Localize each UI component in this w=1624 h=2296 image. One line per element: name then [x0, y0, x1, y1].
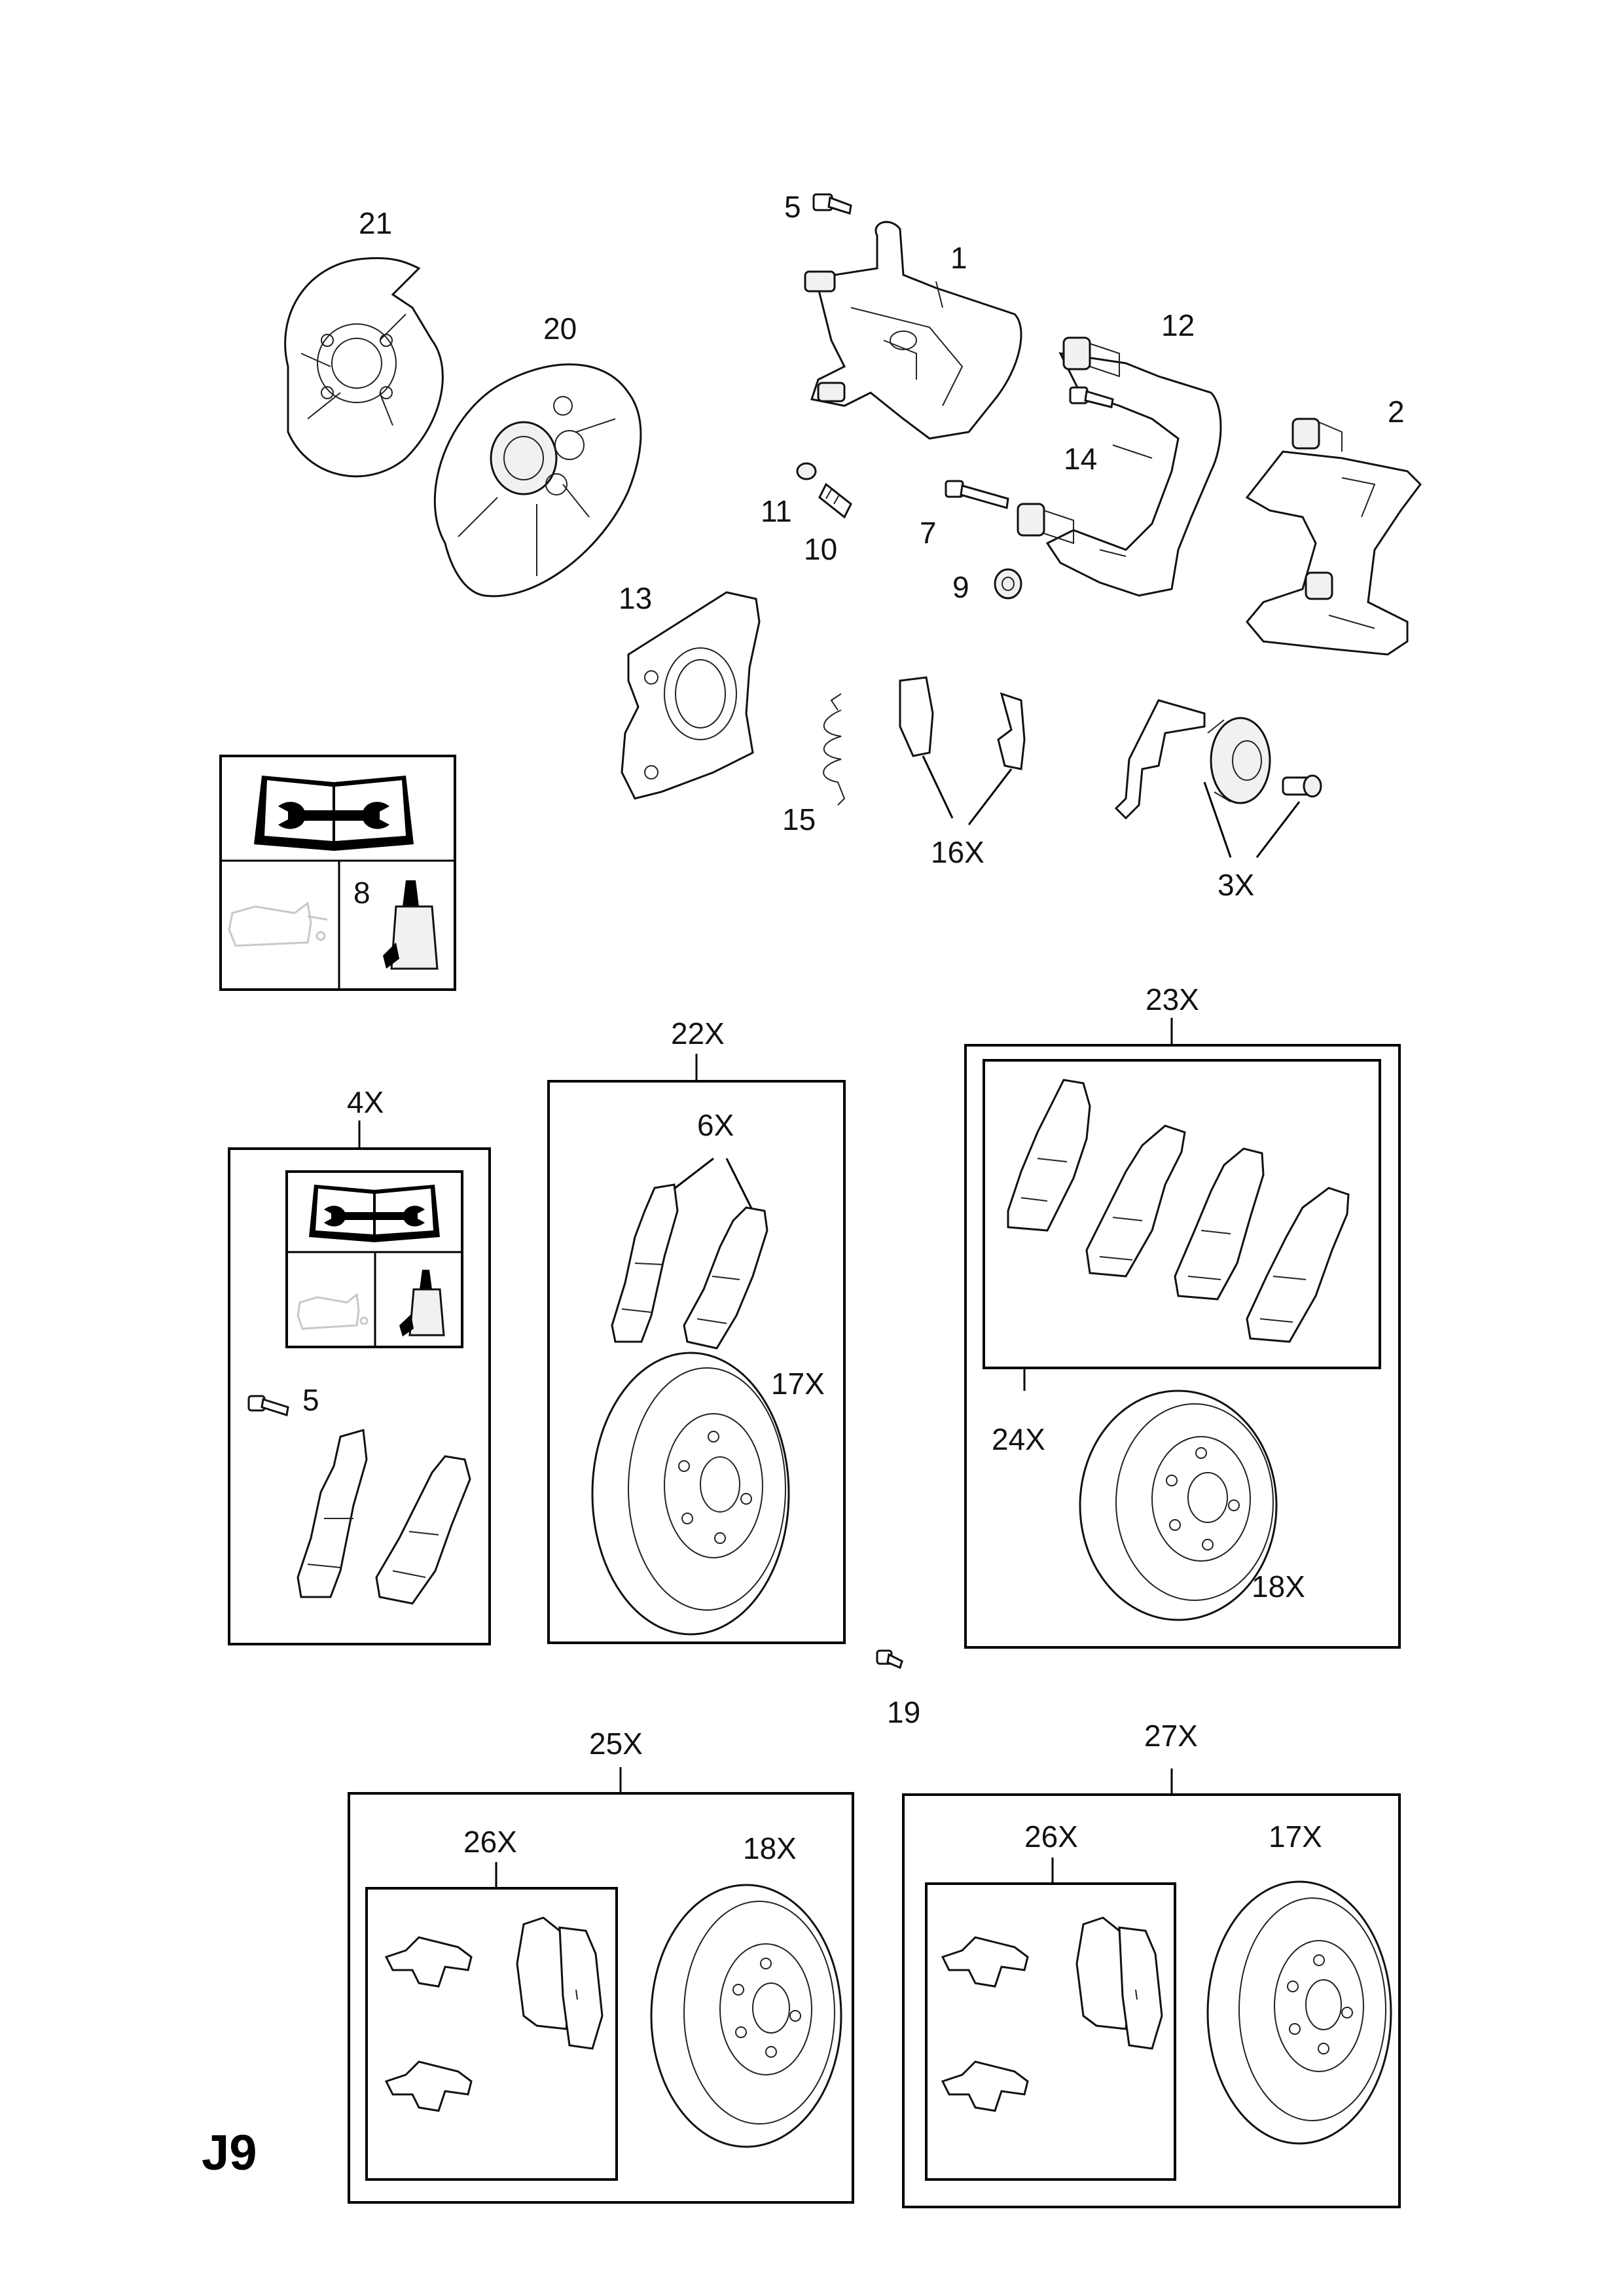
page-code: J9 — [202, 2125, 257, 2181]
callout-12: 12 — [1161, 308, 1195, 342]
callout-16x: 16X — [931, 835, 984, 869]
callout-9: 9 — [952, 570, 969, 604]
brake-pads-set-of-four — [1007, 1079, 1350, 1343]
brake-disc — [650, 1884, 842, 2148]
callout-5-top: 5 — [784, 190, 801, 224]
part-2-caliper-assembly — [1245, 418, 1422, 656]
lubricant-tube-icon — [399, 1270, 445, 1336]
part-7-guide-bolt — [945, 480, 1009, 509]
brake-disc — [1206, 1880, 1392, 2145]
callout-2: 2 — [1388, 395, 1405, 429]
callout-3x: 3X — [1218, 868, 1254, 902]
callout-4x: 4X — [347, 1085, 384, 1119]
callout-26x-kit27: 26X — [1024, 1820, 1078, 1854]
brake-pads-pair — [297, 1429, 471, 1605]
part-20-back-plate — [433, 363, 642, 598]
callout-24x: 24X — [992, 1422, 1045, 1456]
callout-25x: 25X — [589, 1727, 643, 1761]
callout-17x-kit22: 17X — [771, 1367, 825, 1401]
brake-pads-compact — [516, 1916, 604, 2050]
grease-can-icon — [297, 1293, 369, 1330]
part-19-screw — [876, 1649, 903, 1670]
part-12-caliper-carrier — [1017, 336, 1222, 597]
callout-17x-kit27: 17X — [1269, 1820, 1322, 1854]
part-1-caliper — [804, 221, 1022, 440]
callout-26x-kit25: 26X — [463, 1825, 517, 1859]
callout-21: 21 — [359, 206, 392, 240]
part-5-bolt — [812, 193, 852, 215]
brake-pads-pair — [611, 1183, 768, 1350]
part-13-anchor-plate — [621, 591, 761, 800]
callout-27x: 27X — [1144, 1719, 1198, 1753]
part-3x-sensor-assembly — [1114, 699, 1322, 858]
callout-20: 20 — [543, 312, 577, 346]
callout-6x: 6X — [697, 1108, 734, 1142]
callout-10: 10 — [804, 532, 837, 566]
kit-27x-box — [902, 1768, 1401, 2208]
part-5-bolt — [247, 1395, 289, 1416]
part-16x-shims — [899, 676, 1026, 825]
callout-8: 8 — [353, 876, 370, 910]
grease-can-icon — [228, 901, 328, 947]
part-14-guide-pin — [1069, 386, 1114, 408]
callout-11: 11 — [761, 494, 792, 528]
callout-1: 1 — [950, 241, 967, 275]
brake-disc — [1079, 1390, 1278, 1621]
callout-14: 14 — [1064, 442, 1097, 476]
callout-13: 13 — [619, 581, 652, 615]
lubricant-tube-icon — [383, 880, 439, 970]
part-15-spring — [823, 693, 846, 806]
part-3x-screw — [1282, 774, 1322, 798]
callout-19: 19 — [887, 1695, 920, 1729]
service-info-panel — [219, 755, 456, 991]
callout-23x: 23X — [1146, 982, 1199, 1016]
service-manual-icon — [254, 776, 414, 851]
part-10-bleeder-valve — [818, 482, 852, 519]
callout-18x-kit25: 18X — [743, 1831, 797, 1865]
brake-disc — [591, 1352, 790, 1636]
part-11-bleeder-cap — [796, 462, 817, 480]
pad-clips — [941, 1936, 1029, 2112]
callout-5-kit: 5 — [302, 1383, 319, 1417]
kit-22x-box — [547, 1054, 846, 1644]
brake-pads-compact — [1075, 1916, 1163, 2050]
service-manual-icon — [309, 1185, 440, 1242]
kit-25x-box — [348, 1767, 854, 2204]
callout-22x: 22X — [671, 1016, 725, 1050]
part-21-dust-shield — [284, 257, 444, 478]
callout-18x-kit23: 18X — [1252, 1570, 1305, 1604]
kit-4x-box — [228, 1121, 491, 1645]
callout-15: 15 — [782, 802, 816, 836]
part-9-bushing — [994, 568, 1022, 600]
pad-clips — [384, 1936, 473, 2112]
callout-7: 7 — [920, 516, 937, 550]
kit-23x-box — [964, 1018, 1401, 1649]
